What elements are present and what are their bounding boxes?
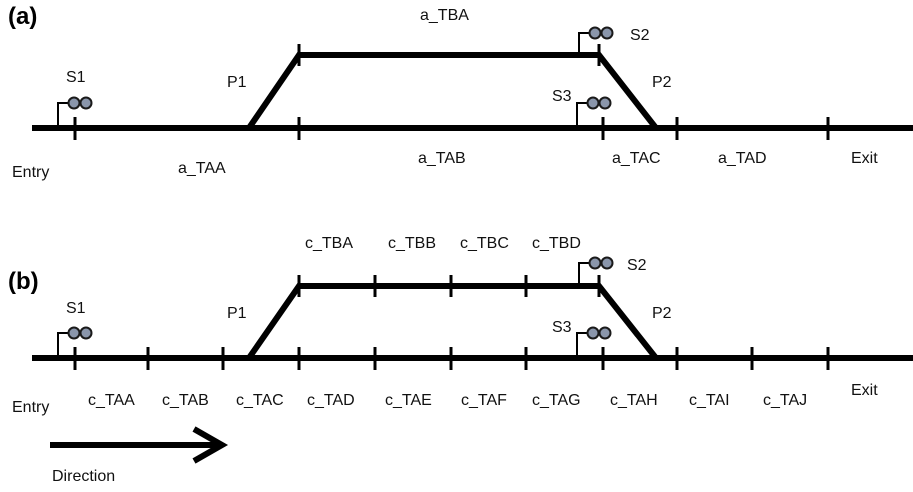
panel-b-loop-track (246, 283, 659, 360)
panel-b-signal-s1-label: S1 (66, 300, 86, 317)
panel-b-section-label: c_TAA (88, 392, 135, 409)
signal-lamp-icon (67, 96, 81, 110)
panel-a-signal-s1-label: S1 (66, 69, 86, 86)
panel-b-point-p2-label: P2 (652, 305, 672, 322)
panel-b-top-section-label: c_TBC (460, 235, 509, 252)
panel-a-loop-track (246, 52, 659, 130)
panel-b-signal-s2 (578, 256, 614, 286)
signal-lamp-icon (79, 326, 93, 340)
panel-a-label: (a) (8, 3, 37, 30)
signal-lamp-icon (79, 96, 93, 110)
panel-b-point-p1-label: P1 (227, 305, 247, 322)
signal-lamp-icon (598, 326, 612, 340)
panel-a-section-label: a_TAB (418, 150, 466, 167)
signal-lamp-icon (586, 96, 600, 110)
signal-lamp-icon (588, 26, 602, 40)
panel-b-section-label: c_TAB (162, 392, 209, 409)
panel-b-section-label: c_TAJ (763, 392, 807, 409)
panel-a-point-p2-label: P2 (652, 74, 672, 91)
panel-a-signal-s1 (57, 96, 93, 128)
panel-b-signal-s2-label: S2 (627, 257, 647, 274)
signal-lamp-icon (67, 326, 81, 340)
panel-b-exit-label: Exit (851, 382, 878, 399)
signal-lamp-icon (586, 326, 600, 340)
panel-b-section-label: c_TAD (307, 392, 355, 409)
panel-a-signal-s2 (578, 26, 614, 55)
panel-a-signal-s2-label: S2 (630, 27, 650, 44)
panel-a-section-label: a_TAD (718, 150, 767, 167)
signal-lamp-icon (588, 256, 602, 270)
panel-b-label: (b) (8, 268, 39, 295)
panel-a-section-label: a_TAA (178, 160, 226, 177)
panel-b-signal-s3-label: S3 (552, 319, 572, 336)
panel-a: (a) S1 S2 S (8, 3, 913, 181)
signal-lamp-icon (600, 26, 614, 40)
panel-b-section-label: c_TAF (461, 392, 507, 409)
signal-lamp-icon (600, 256, 614, 270)
panel-b-section-label: c_TAE (385, 392, 432, 409)
panel-a-point-p1-label: P1 (227, 74, 247, 91)
panel-a-section-label: a_TAC (612, 150, 661, 167)
panel-b-signal-s1 (57, 326, 93, 358)
signal-lamp-icon (598, 96, 612, 110)
panel-b-section-label: c_TAH (610, 392, 658, 409)
panel-b-entry-label: Entry (12, 399, 49, 416)
panel-a-exit-label: Exit (851, 150, 878, 167)
panel-a-signal-s3-label: S3 (552, 88, 572, 105)
direction-indicator: Direction (50, 426, 229, 485)
panel-b-top-section-label: c_TBB (388, 235, 436, 252)
panel-b: (b) (8, 235, 913, 416)
direction-label: Direction (52, 468, 115, 485)
panel-b-top-section-label: c_TBD (532, 235, 581, 252)
panel-b-section-label: c_TAG (532, 392, 581, 409)
panel-b-top-section-label: c_TBA (305, 235, 353, 252)
panel-a-entry-label: Entry (12, 164, 49, 181)
arrow-head-icon (192, 426, 229, 464)
panel-a-section-top-label: a_TBA (420, 7, 469, 24)
panel-b-section-label: c_TAI (689, 392, 730, 409)
panel-b-signal-s3 (576, 326, 612, 358)
panel-a-signal-s3 (576, 96, 612, 128)
panel-b-section-label: c_TAC (236, 392, 284, 409)
